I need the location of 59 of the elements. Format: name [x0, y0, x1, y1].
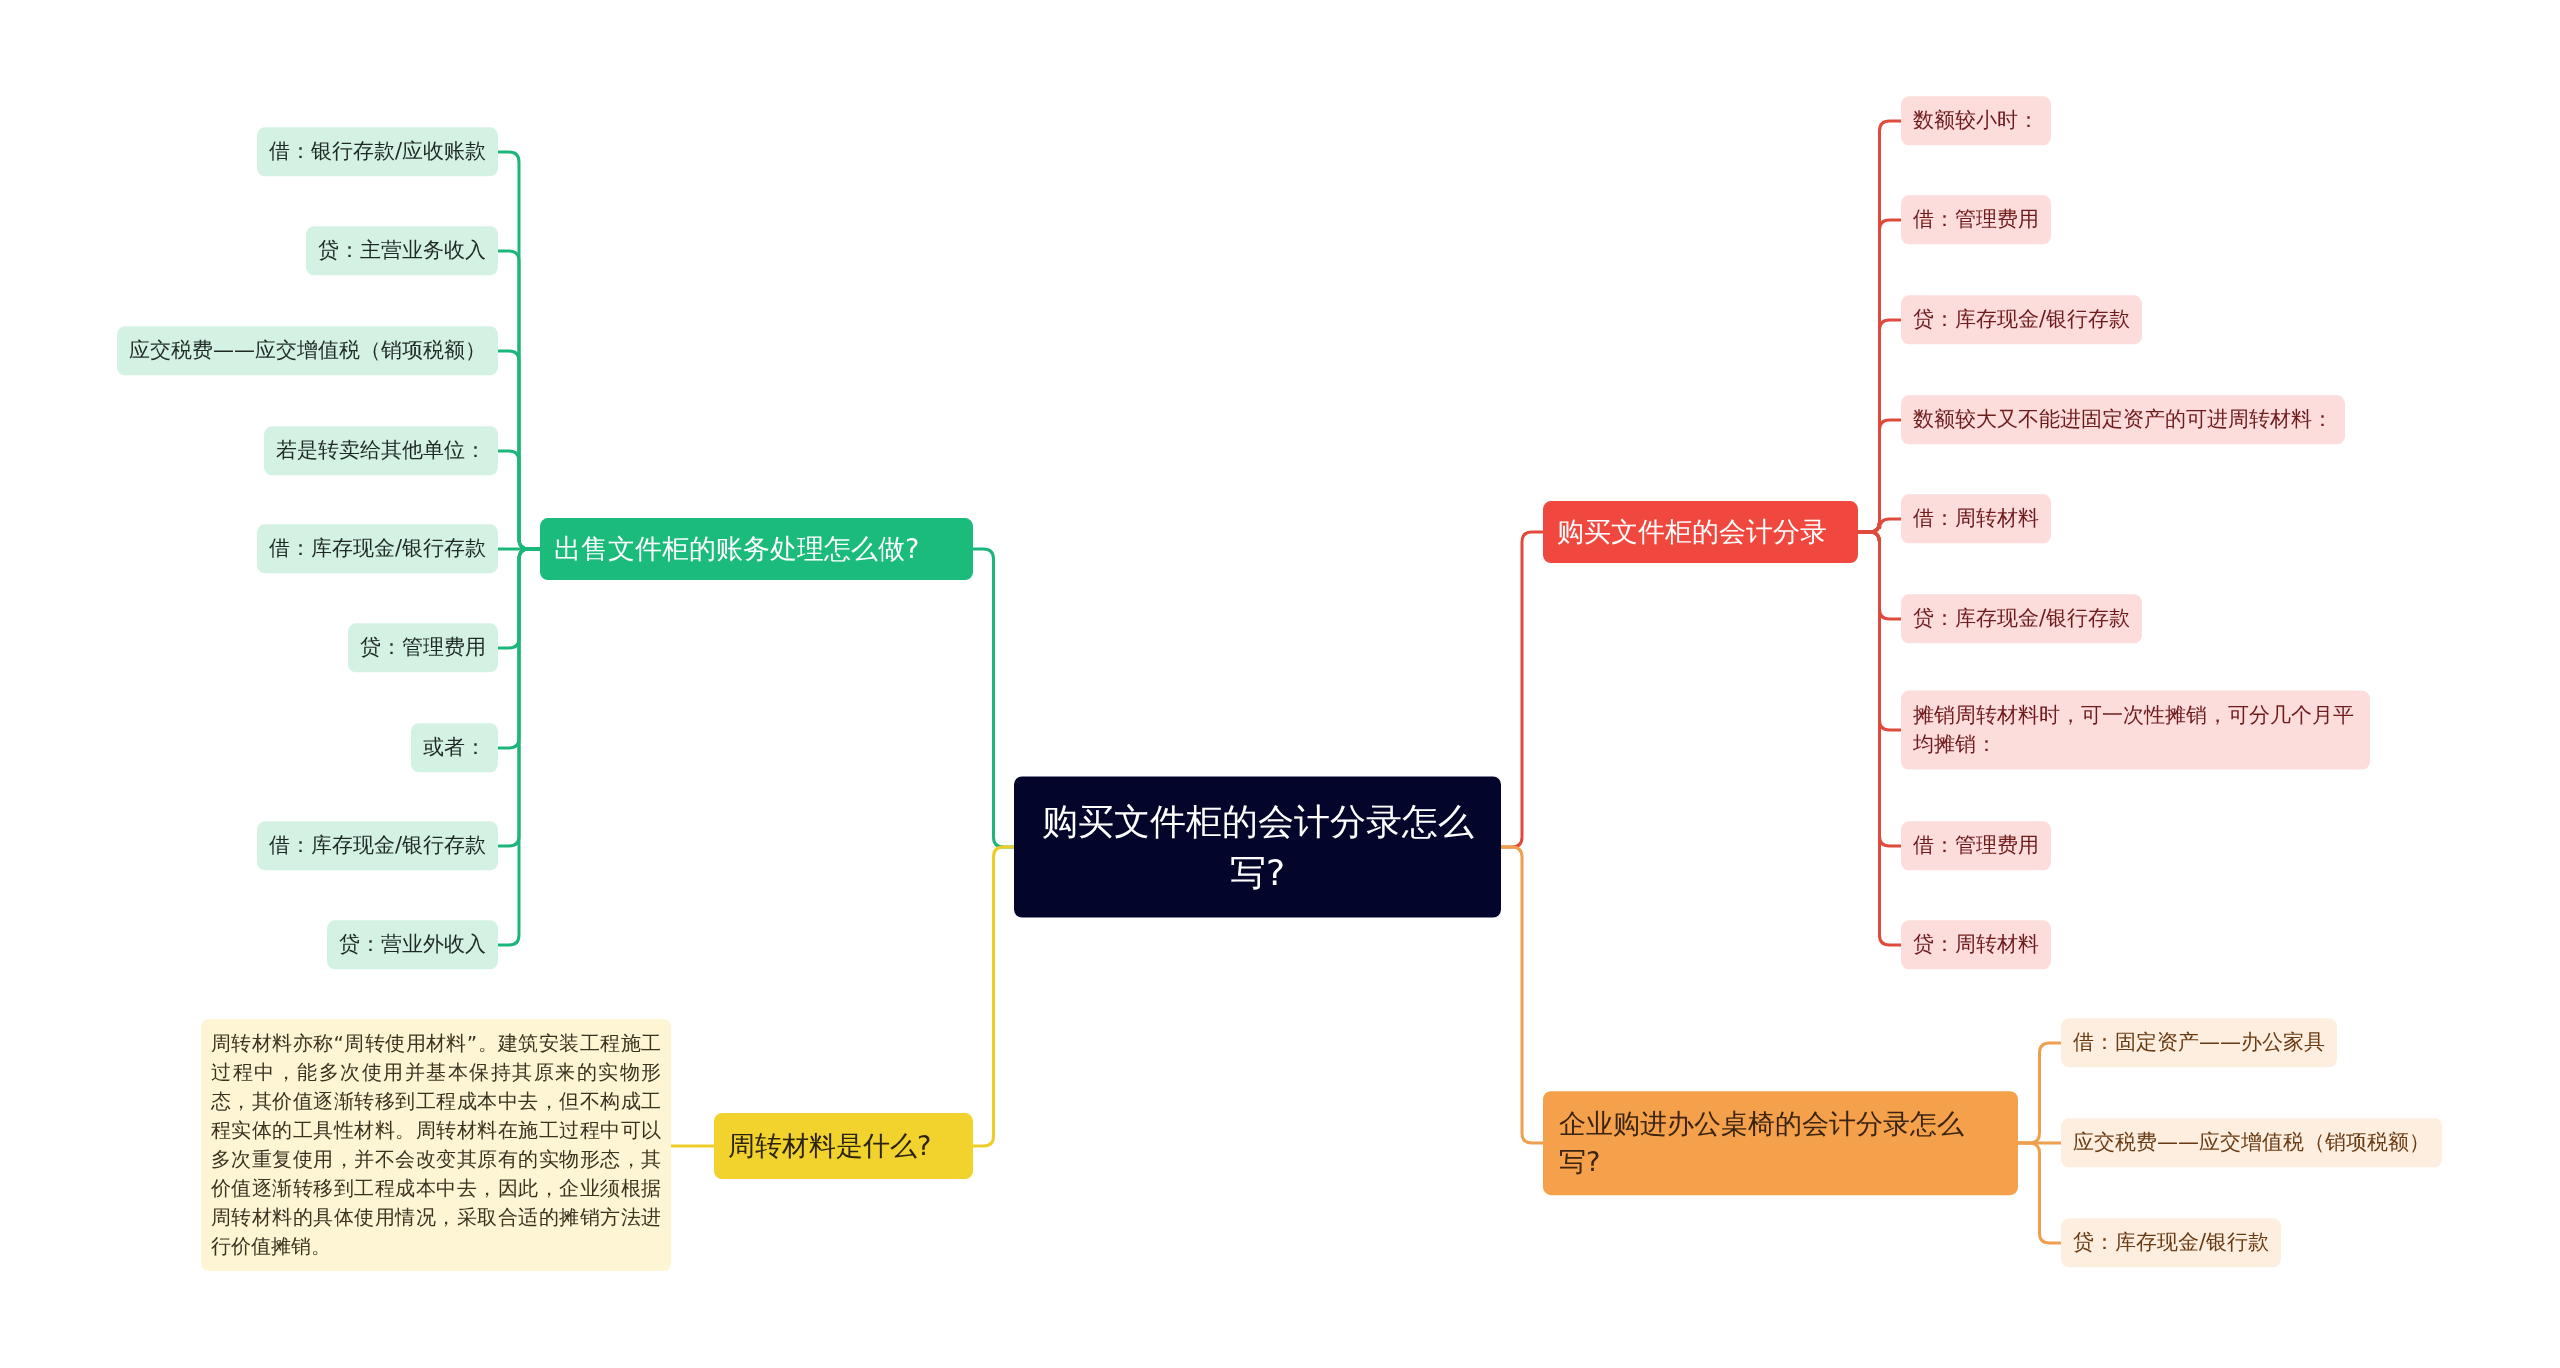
subtopic-box — [1901, 395, 2345, 445]
subtopic-box — [1901, 594, 2143, 644]
subtopic-box — [2061, 1218, 2282, 1268]
connector-line — [498, 547, 540, 947]
subtopic-text: 或者： — [423, 734, 486, 762]
subtopic-text: 贷：主营业务收入 — [318, 237, 486, 265]
subtopic-text: 借：管理费用 — [1913, 206, 2039, 234]
note-text: 周转材料亦称“周转使用材料”。建筑安装工程施工过程中，能多次使用并基本保持其原来的实物形态，其价值逐渐转移到工程成本中去，但不构成工程实体的工具性材料。周转材料在施工过程中可以多次重复使用，并不会改变其原有的实物形态，其价值逐渐转移到工程成本中去，因此，企业须根据周转材料的具体使用情况，采取合适的摊销方法进行价值摊销。 — [211, 1030, 661, 1260]
subtopic-box — [2061, 1018, 2337, 1068]
topic-text: 购买文件柜的会计分录怎么写? — [1040, 799, 1475, 894]
subtopic-box — [264, 426, 498, 476]
topic-text: 企业购进办公桌椅的会计分录怎么写? — [1559, 1107, 1965, 1179]
branch-topic — [1543, 501, 1858, 563]
topic-text: 出售文件柜的账务处理怎么做? — [554, 532, 921, 567]
subtopic-text: 贷：库存现金/银行存款 — [1913, 306, 2131, 334]
subtopic-box — [1901, 920, 2051, 970]
subtopic-box — [348, 623, 498, 673]
subtopic-box — [256, 524, 498, 574]
subtopic-text: 借：库存现金/银行存款 — [268, 535, 486, 563]
subtopic-box — [1901, 821, 2051, 871]
branch-topic — [540, 518, 973, 580]
connector-line — [671, 1144, 714, 1148]
subtopic-box — [2061, 1118, 2442, 1168]
topic-text: 周转材料是什么? — [728, 1129, 933, 1164]
connector-line — [2018, 1141, 2061, 1245]
connector-line — [1501, 845, 1543, 1145]
topic-text: 购买文件柜的会计分录 — [1557, 515, 1828, 550]
subtopic-text: 借：银行存款/应收账款 — [268, 138, 486, 166]
subtopic-text: 借：管理费用 — [1913, 832, 2039, 860]
subtopic-box — [1901, 195, 2051, 245]
subtopic-text: 数额较大又不能进固定资产的可进周转材料： — [1913, 406, 2333, 434]
branch-topic — [714, 1113, 973, 1179]
connector-line — [1858, 530, 1901, 947]
subtopic-text: 借：库存现金/银行存款 — [268, 832, 486, 860]
subtopic-box — [1901, 295, 2143, 345]
subtopic-text: 贷：库存现金/银行存款 — [1913, 605, 2131, 633]
subtopic-text: 借：周转材料 — [1913, 505, 2039, 533]
subtopic-text: 贷：管理费用 — [360, 634, 486, 662]
subtopic-box — [411, 723, 498, 773]
subtopic-text: 应交税费——应交增值税（销项税额） — [129, 337, 486, 365]
subtopic-text: 借：固定资产——办公家具 — [2073, 1029, 2325, 1057]
subtopic-text: 若是转卖给其他单位： — [276, 437, 486, 465]
subtopic-box — [306, 226, 498, 276]
subtopic-box — [256, 821, 498, 871]
subtopic-box — [1901, 690, 2370, 770]
subtopic-text: 摊销周转材料时，可一次性摊销，可分几个月平均摊销： — [1913, 701, 2355, 758]
subtopic-text: 数额较小时： — [1913, 107, 2039, 135]
central-topic — [1014, 776, 1501, 918]
subtopic-box — [256, 127, 498, 177]
subtopic-text: 贷：库存现金/银行款 — [2073, 1229, 2270, 1257]
connector-line — [973, 845, 1014, 1148]
subtopic-box — [1901, 96, 2051, 146]
subtopic-box — [327, 920, 498, 970]
subtopic-box — [1901, 494, 2051, 544]
branch-topic — [1543, 1091, 2018, 1195]
subtopic-text: 贷：营业外收入 — [339, 931, 486, 959]
subtopic-box — [117, 326, 498, 376]
subtopic-text: 应交税费——应交增值税（销项税额） — [2073, 1129, 2430, 1157]
subtopic-text: 贷：周转材料 — [1913, 931, 2039, 959]
